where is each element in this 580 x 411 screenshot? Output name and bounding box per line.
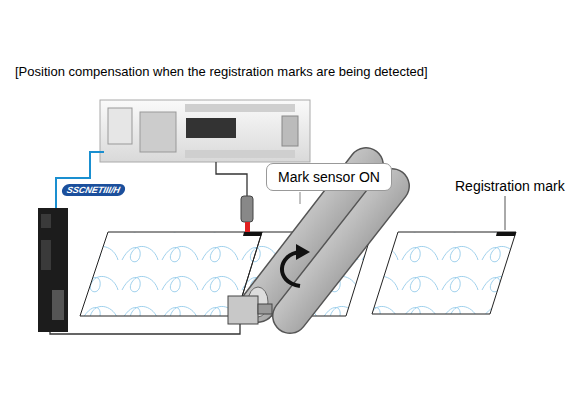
diagram-title: [Position compensation when the registra… — [15, 64, 428, 79]
part-label: Registration mark — [455, 178, 565, 194]
callout-box: Mark sensor ON — [266, 163, 392, 191]
callout-text: Mark sensor ON — [278, 169, 380, 185]
network-logo: SSCNETIII/H — [61, 184, 127, 196]
